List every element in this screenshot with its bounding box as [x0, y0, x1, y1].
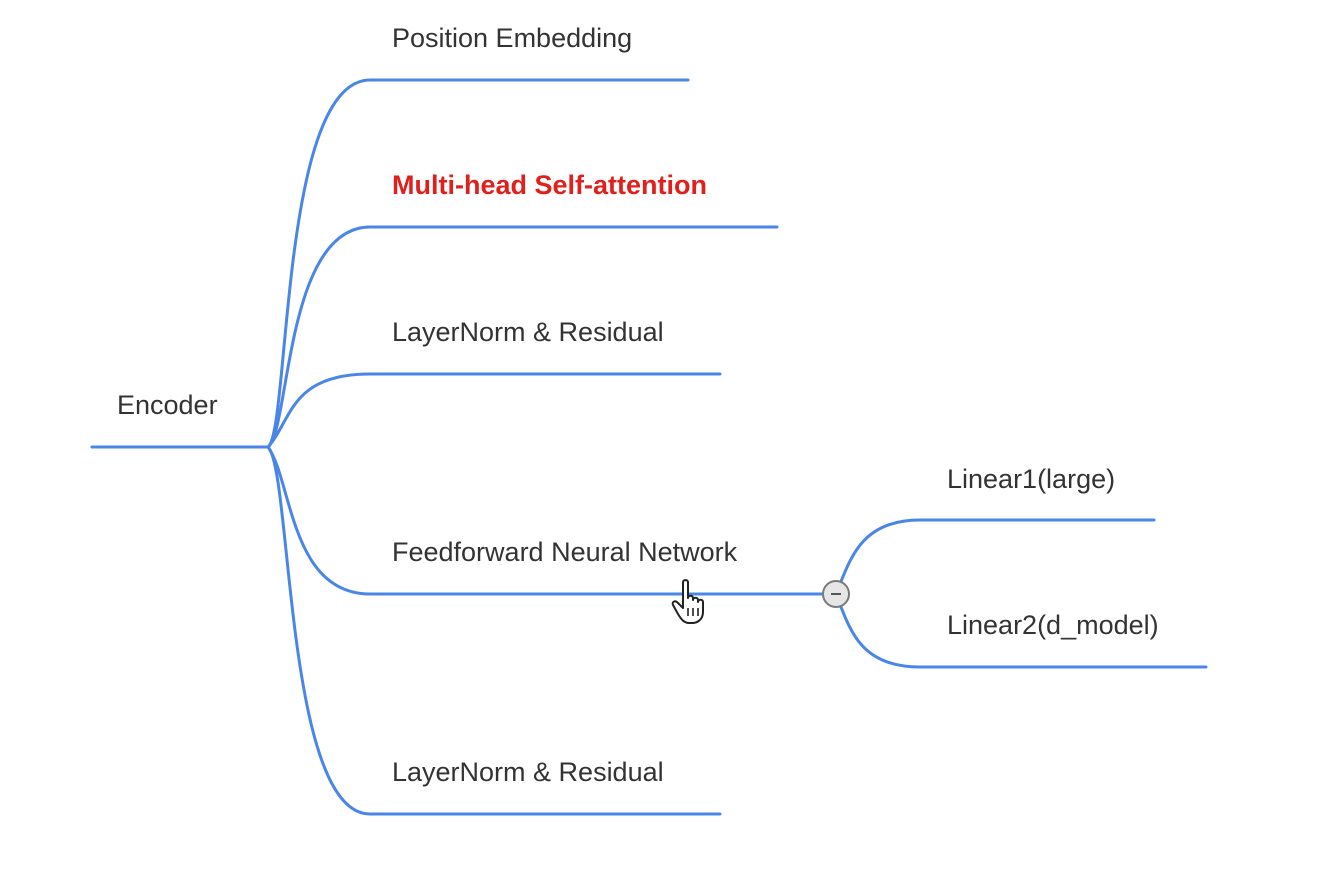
hand-pointer-icon	[671, 579, 704, 624]
branch-node-layernorm-residual-2[interactable]: LayerNorm & Residual	[392, 757, 664, 787]
sub-node-linear1-large[interactable]: Linear1(large)	[947, 464, 1116, 494]
sub-node-linear2-d-model[interactable]: Linear2(d_model)	[947, 610, 1159, 640]
branch-connector-feedforward	[266, 445, 824, 596]
branch-connector-layernorm-residual-2	[266, 445, 722, 816]
sub-branch-connector-linear1	[834, 518, 1156, 596]
branch-connector-layernorm-residual-1	[266, 372, 722, 449]
collapse-minus-icon[interactable]	[822, 580, 850, 608]
branch-node-feedforward-neural-network[interactable]: Feedforward Neural Network	[392, 537, 738, 567]
sub-branch-connector-linear2	[834, 592, 1208, 669]
root-node-encoder[interactable]: Encoder	[117, 390, 218, 420]
branch-node-position-embedding[interactable]: Position Embedding	[392, 23, 633, 53]
branch-node-multi-head-self-attention[interactable]: Multi-head Self-attention	[392, 170, 707, 200]
branch-connector-multi-head-self-attention	[266, 225, 779, 449]
branch-connector-position-embedding	[266, 78, 690, 449]
branch-node-layernorm-residual-1[interactable]: LayerNorm & Residual	[392, 317, 664, 347]
